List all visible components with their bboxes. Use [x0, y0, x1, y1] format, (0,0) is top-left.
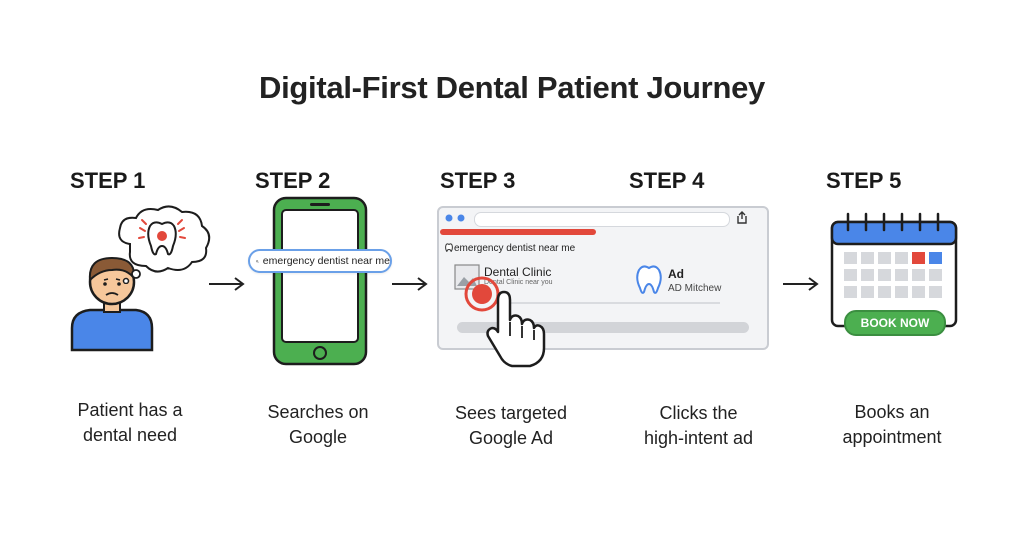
page-title: Digital-First Dental Patient Journey — [259, 70, 765, 105]
search-input[interactable]: emergency dentist near me — [248, 249, 392, 273]
arrow-right-icon — [392, 277, 428, 291]
browser-icon — [445, 214, 465, 222]
search-query-text: emergency dentist near me — [262, 255, 390, 267]
step-2-caption: Searches on Google — [267, 402, 369, 447]
arrow-right-icon — [209, 277, 245, 291]
step-1-caption: Patient has a dental need — [77, 400, 183, 445]
address-bar[interactable] — [474, 212, 730, 227]
step-4-caption: Clicks the high-intent ad — [643, 403, 754, 448]
pointer-hand-icon — [464, 276, 546, 368]
step-5-caption: Books an appointment — [842, 402, 942, 447]
arrow-right-icon — [783, 277, 819, 291]
step-3-caption: Sees targeted Google Ad — [454, 403, 568, 448]
phone-icon — [272, 196, 368, 366]
tooth-icon — [636, 265, 662, 294]
ad-clinic-subtitle: Dental Clinic near you — [484, 279, 553, 286]
step-2-label: STEP 2 — [255, 168, 331, 193]
thought-bubble-icon — [118, 205, 211, 284]
ad-clinic-name[interactable]: Dental Clinic — [484, 265, 552, 279]
placeholder-bar — [457, 322, 749, 333]
ad-advertiser: AD Mitchew — [668, 283, 722, 294]
book-now-button[interactable]: BOOK NOW — [844, 310, 946, 336]
tooth-icon — [138, 219, 186, 256]
step-1-label: STEP 1 — [70, 168, 146, 193]
ad-search-query: emergency dentist near me — [454, 243, 576, 254]
share-icon[interactable] — [735, 211, 749, 225]
calendar-icon — [830, 212, 958, 328]
search-icon — [256, 259, 259, 263]
step-4-label: STEP 4 — [629, 168, 705, 193]
ad-badge: Ad — [668, 267, 684, 281]
progress-line — [440, 229, 596, 235]
divider — [508, 302, 720, 304]
tooth-icon — [445, 243, 453, 252]
step-5-label: STEP 5 — [826, 168, 902, 193]
step-3-label: STEP 3 — [440, 168, 516, 193]
